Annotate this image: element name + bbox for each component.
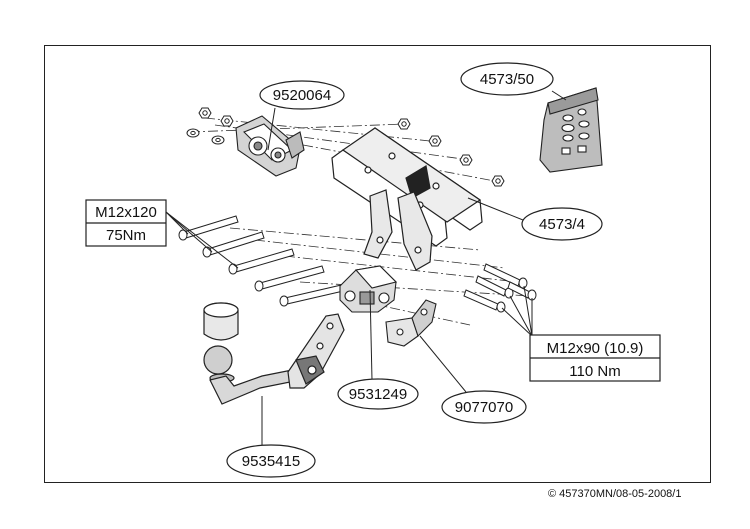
label-hitch-bracket: 9520064 <box>273 87 331 104</box>
callout-9535415: 9535415 <box>226 444 316 478</box>
bolts-m12x120 <box>178 215 353 307</box>
ball-mount-holder <box>339 265 398 313</box>
wiring-kit-bag <box>539 87 603 173</box>
leader-lines <box>165 90 567 446</box>
nut <box>397 118 411 130</box>
nut <box>428 135 442 147</box>
nut <box>459 154 473 166</box>
label-bolt-m12x90: M12x90 (10.9) <box>547 340 644 357</box>
callout-4573-50: 4573/50 <box>460 62 554 96</box>
washer <box>186 128 200 138</box>
callout-9520064: 9520064 <box>259 80 345 110</box>
callout-m12x120: M12x120 75Nm <box>85 199 167 247</box>
drawing-frame <box>44 45 711 483</box>
label-wiring-kit: 4573/50 <box>480 71 534 88</box>
washer <box>211 135 225 145</box>
crossbar <box>331 127 483 271</box>
callout-9077070: 9077070 <box>441 390 527 424</box>
nut <box>198 107 212 119</box>
callout-m12x90: M12x90 (10.9) 110 Nm <box>529 334 661 382</box>
nut <box>220 115 234 127</box>
label-tow-ball: 9535415 <box>242 453 300 470</box>
label-torque-m12x90: 110 Nm <box>569 363 620 380</box>
callout-9531249: 9531249 <box>337 378 419 410</box>
label-ball-mount-holder: 9531249 <box>349 386 407 403</box>
label-crossbar: 4573/4 <box>539 216 585 233</box>
label-torque-m12x120: 75Nm <box>106 227 146 244</box>
lock-plate <box>385 299 437 347</box>
tow-ball-neck <box>203 302 345 405</box>
callout-4573-4: 4573/4 <box>521 207 603 241</box>
label-bolt-m12x120: M12x120 <box>95 204 157 221</box>
socket-bracket <box>235 115 305 177</box>
label-lock-plate: 9077070 <box>455 399 513 416</box>
nut <box>491 175 505 187</box>
copyright-footer: © 457370MN/08-05-2008/1 <box>548 488 682 500</box>
bolts-m12x90 <box>463 263 537 313</box>
nut-group-top <box>186 107 505 187</box>
